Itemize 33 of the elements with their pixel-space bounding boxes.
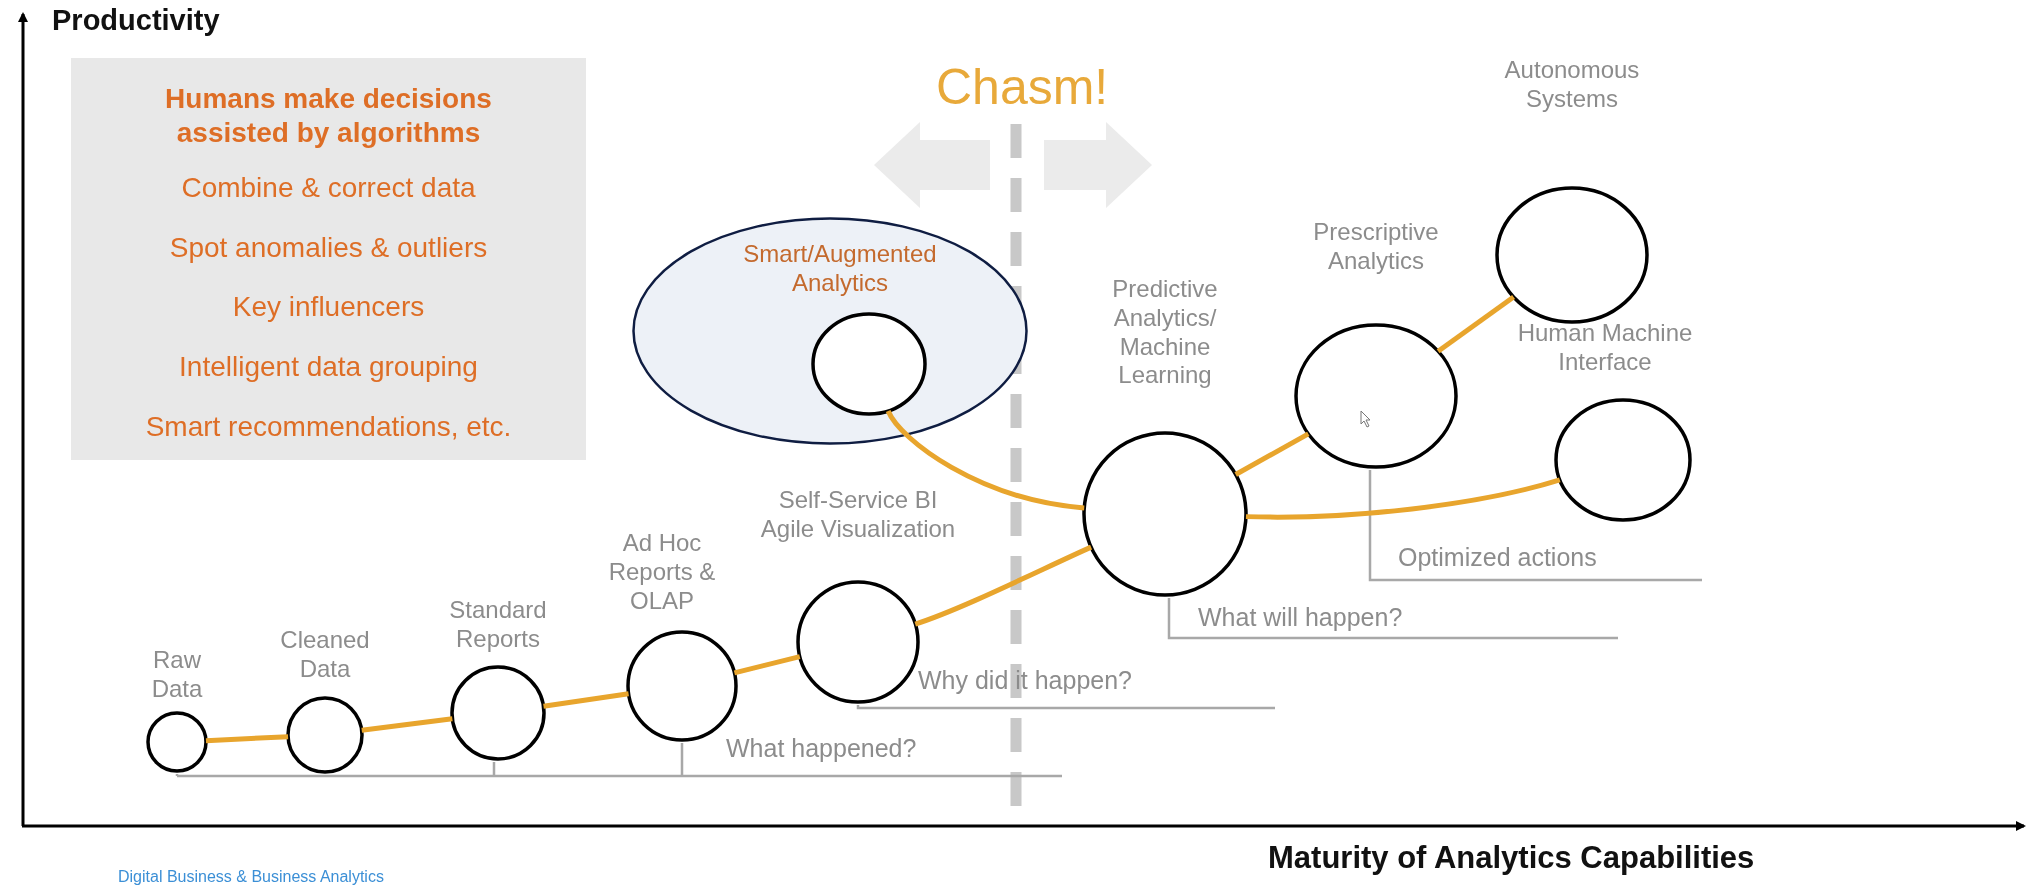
stage-label: Smart/Augmented Analytics	[742, 240, 938, 298]
stage-label: Ad Hoc Reports & OLAP	[607, 529, 717, 616]
stage-label: Self-Service BI Agile Visualization	[759, 486, 957, 544]
stage-label: Standard Reports	[448, 596, 548, 654]
connector-line	[914, 544, 1093, 627]
list-item: Key influencers	[232, 290, 425, 324]
list-item: Spot anomalies & outliers	[169, 230, 488, 265]
bracket-label: What will happen?	[1198, 603, 1403, 632]
connector-line	[733, 654, 801, 676]
bracket-label: Why did it happen?	[918, 666, 1133, 695]
axis-title: Productivity	[52, 4, 220, 37]
panel-heading: Humans make decisions assisted by algorithms	[164, 82, 493, 150]
connector-line	[1234, 431, 1310, 477]
connector-line	[543, 691, 629, 709]
list-item: Combine & correct data	[181, 171, 476, 205]
connector-line	[885, 409, 1085, 511]
footer-text: Digital Business & Business Analytics	[118, 868, 384, 886]
list-item: Intelligent data grouping	[179, 349, 478, 384]
chasm-label: Chasm!	[936, 58, 1109, 116]
stage-label: Predictive Analytics/ Machine Learning	[1111, 275, 1219, 391]
connector-line	[361, 716, 453, 733]
axis-title: Maturity of Analytics Capabilities	[1268, 840, 1755, 876]
connector-line	[205, 734, 289, 744]
stage-label: Cleaned Data	[279, 626, 371, 684]
connector-line	[1245, 477, 1561, 520]
stage-label: Prescriptive Analytics	[1312, 218, 1440, 276]
stage-label: Raw Data	[150, 646, 204, 704]
bracket-label: Optimized actions	[1398, 543, 1597, 572]
bracket-label: What happened?	[726, 734, 917, 763]
list-item: Smart recommendations, etc.	[145, 409, 512, 444]
stage-label: Autonomous Systems	[1503, 56, 1641, 114]
stage-label: Human Machine Interface	[1516, 319, 1694, 377]
connector-line	[1436, 295, 1516, 354]
